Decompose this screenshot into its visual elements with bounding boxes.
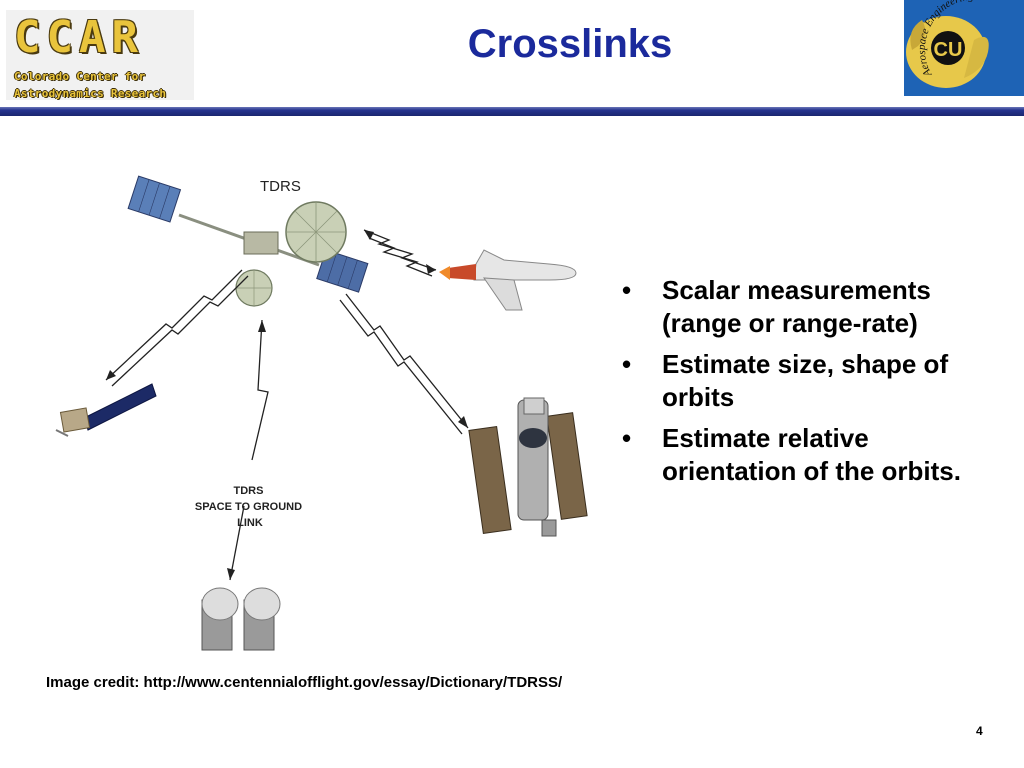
header-rule xyxy=(0,107,1024,116)
cu-logo-monogram: CU xyxy=(934,39,963,61)
bullet-dot: • xyxy=(622,423,632,453)
image-credit: Image credit: http://www.centennialoffli… xyxy=(46,674,563,691)
ground-link-label-line1: TDRS xyxy=(233,485,263,497)
bullet-text: Scalar measurements (range or range-rate… xyxy=(662,275,931,338)
link-arrowheads xyxy=(106,230,468,580)
satellite-icon xyxy=(55,383,157,437)
space-shuttle-icon xyxy=(439,249,577,311)
tdrs-satellite-icon xyxy=(127,175,369,307)
cu-logo-graphic: CU Aerospace Engineering xyxy=(904,0,1024,96)
page-number: 4 xyxy=(976,724,983,738)
hubble-telescope-icon xyxy=(468,397,588,537)
ccar-logo-line2: Astrodynamics Research xyxy=(14,87,167,100)
bullet-text: Estimate size, shape of orbits xyxy=(662,349,949,412)
ground-antenna-icon xyxy=(201,587,281,651)
page-title: Crosslinks xyxy=(467,22,673,66)
cu-aerospace-logo: CU Aerospace Engineering xyxy=(904,0,1024,96)
ground-link-label: TDRS SPACE TO GROUND LINK xyxy=(195,485,305,529)
ground-link-label-line3: LINK xyxy=(237,517,263,529)
bullet-dot: • xyxy=(622,349,632,379)
bullet-item: • Scalar measurements (range or range-ra… xyxy=(622,274,1002,340)
bullet-item: • Estimate size, shape of orbits xyxy=(622,348,1002,414)
tdrs-diagram: TDRS xyxy=(55,175,588,651)
ground-link-label-line2: SPACE TO GROUND xyxy=(195,501,302,513)
tdrs-label: TDRS xyxy=(260,178,301,195)
link-arrows xyxy=(105,229,469,581)
ccar-logo-acronym: CCAR xyxy=(14,12,144,63)
ccar-logo: CCAR Colorado Center for Astrodynamics R… xyxy=(6,10,194,100)
bullet-dot: • xyxy=(622,275,632,305)
bullet-item: • Estimate relative orientation of the o… xyxy=(622,422,1002,488)
ccar-logo-line1: Colorado Center for xyxy=(14,70,146,83)
bullet-text: Estimate relative orientation of the orb… xyxy=(662,423,961,486)
bullet-list: • Scalar measurements (range or range-ra… xyxy=(622,274,1002,496)
